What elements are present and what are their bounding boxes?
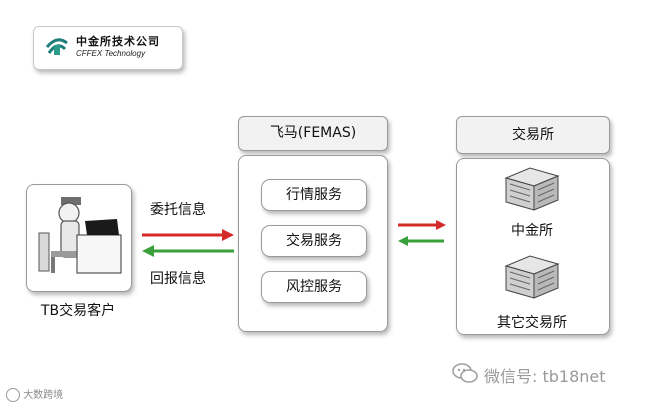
logo-name-cn: 中金所技术公司 bbox=[76, 35, 160, 48]
service-risk: 风控服务 bbox=[261, 271, 367, 303]
server-building-icon bbox=[504, 255, 560, 299]
report-label: 回报信息 bbox=[150, 271, 206, 287]
service-trading: 交易服务 bbox=[261, 225, 367, 257]
entrust-label: 委托信息 bbox=[150, 202, 206, 218]
report-arrow-head bbox=[142, 245, 154, 257]
watermark-text: 微信号: tb18net bbox=[484, 367, 606, 386]
client-femas-arrows bbox=[142, 229, 234, 257]
entrust-arrow-head bbox=[222, 229, 234, 241]
exchange-title: 交易所 bbox=[456, 116, 610, 154]
service-quotes: 行情服务 bbox=[261, 179, 367, 211]
corner-mark-text: 大数跨境 bbox=[23, 390, 64, 401]
femas-exchange-arrows bbox=[398, 220, 446, 246]
logo-name-en: CFFEX Technology bbox=[76, 49, 146, 58]
client-label: TB交易客户 bbox=[40, 303, 116, 319]
server-building-icon bbox=[504, 167, 560, 211]
company-logo: 中金所技术公司 CFFEX Technology bbox=[33, 26, 183, 70]
cffex-logo-icon bbox=[45, 38, 68, 55]
client-box bbox=[26, 184, 132, 292]
corner-watermark: 大数跨境 bbox=[6, 386, 63, 402]
wechat-icon bbox=[452, 363, 478, 383]
exchange-item-other: 其它交易所 bbox=[497, 315, 567, 331]
person-at-computer-icon bbox=[38, 197, 122, 274]
femas-title: 飞马(FEMAS) bbox=[238, 116, 388, 151]
response-arrow-head bbox=[398, 236, 408, 246]
exchange-item-cffex: 中金所 bbox=[511, 223, 553, 239]
corner-logo-icon bbox=[6, 388, 20, 402]
request-arrow-head bbox=[436, 220, 446, 230]
